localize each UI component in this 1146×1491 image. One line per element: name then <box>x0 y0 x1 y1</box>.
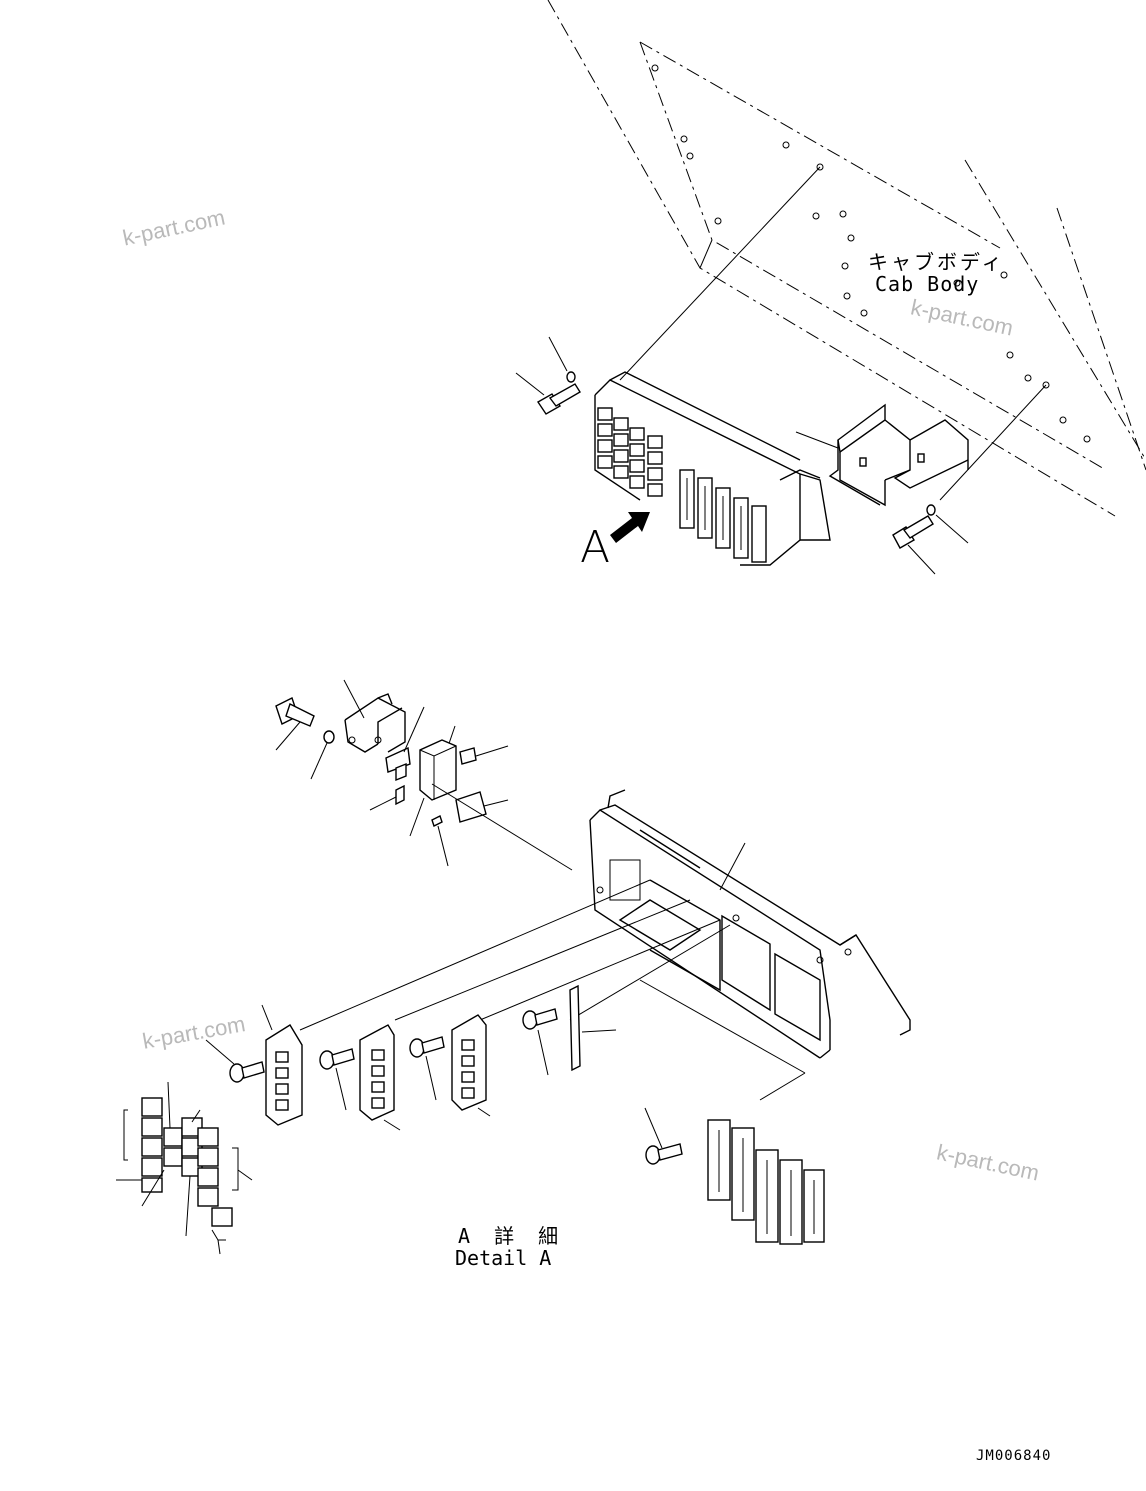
top-fuse-holders <box>679 469 767 563</box>
cab-body-label-en: Cab Body <box>875 272 980 296</box>
screw-3 <box>409 1036 445 1101</box>
top-bolt-right <box>892 504 969 575</box>
detail-relay-bracket <box>343 679 406 753</box>
detail-pad-3 <box>369 762 407 811</box>
cab-body-outline <box>547 0 1146 517</box>
screw-4 <box>522 1008 558 1076</box>
top-fuse-panel-bracket <box>594 371 831 566</box>
cab-body-holes <box>651 64 1091 443</box>
detail-clip-2 <box>431 815 449 867</box>
detail-a-title-jp: A 詳 細 <box>458 1224 565 1248</box>
detail-panel-leader-lines <box>299 879 806 1101</box>
detail-leader-to-panel <box>431 783 573 871</box>
screw-5 <box>644 1107 683 1165</box>
detail-a-title-en: Detail A <box>455 1246 552 1270</box>
detail-relay-box <box>409 739 457 837</box>
relay-stack-left <box>116 1081 171 1193</box>
screw-2 <box>319 1048 355 1111</box>
relay-stack-right <box>197 1127 253 1255</box>
top-bolt-left <box>515 336 581 415</box>
fuse-strip-1 <box>261 1004 303 1126</box>
top-relay-block-left <box>597 407 663 497</box>
lower-fuse-holders <box>707 1119 825 1245</box>
detail-washer <box>310 730 335 780</box>
detail-pad-2 <box>459 745 509 765</box>
detail-plate <box>455 791 509 823</box>
detail-fuse-panel <box>589 789 911 1059</box>
detail-bolt <box>275 697 315 751</box>
view-a-arrow <box>610 512 650 543</box>
assembly-leader-lines <box>619 166 1047 501</box>
relay-stack-middle <box>141 1109 203 1237</box>
view-a-label: A <box>580 522 611 573</box>
cab-body-label-jp: キャブボディ <box>868 250 1005 274</box>
top-mounting-bracket-right <box>795 403 969 507</box>
drawing-number: JM006840 <box>976 1448 1052 1464</box>
screw-1 <box>205 1039 265 1083</box>
fuse-strip-3 <box>451 1014 491 1117</box>
fuse-strip-2 <box>359 1024 401 1131</box>
fuse-strip-4 <box>569 984 617 1072</box>
